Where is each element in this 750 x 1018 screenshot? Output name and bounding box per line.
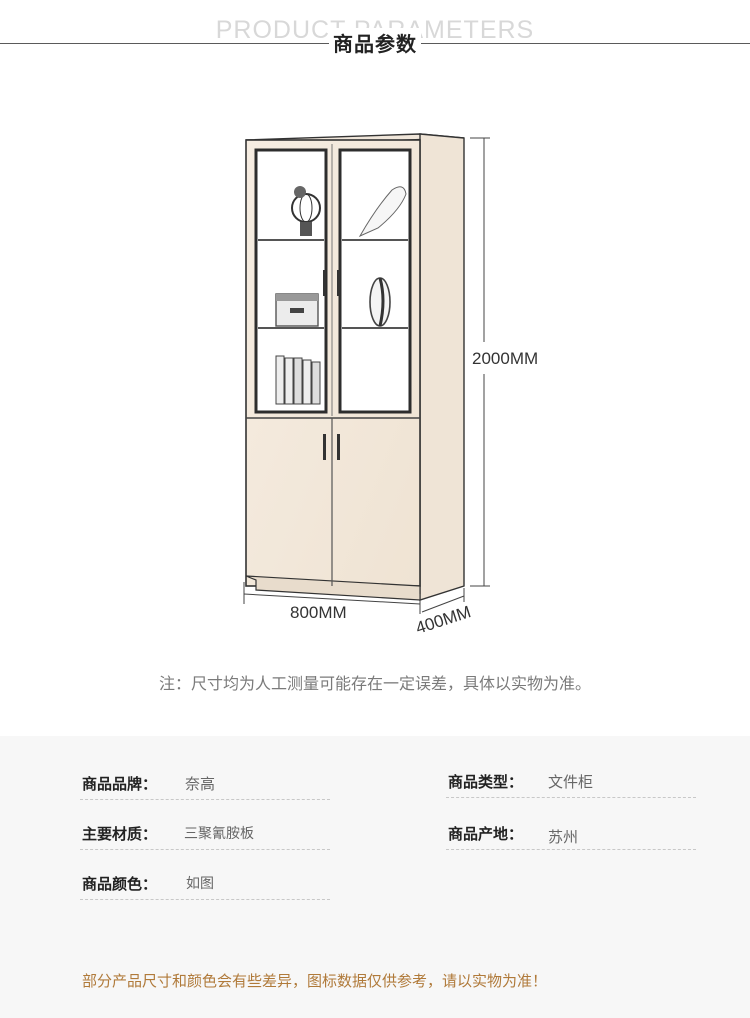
handle: [337, 270, 340, 296]
width-dimension: [243, 582, 421, 614]
param-key: 主要材质：: [82, 825, 158, 843]
depth-dimension: [421, 588, 465, 613]
param-value: 如图: [186, 876, 214, 892]
param-value: 文件柜: [548, 773, 594, 791]
cabinet-side: [419, 133, 465, 601]
cabinet-dimension-illustration: 2000MM 800MM 400MM: [243, 133, 538, 638]
param-type: 商品类型： 文件柜: [446, 767, 696, 798]
binders-decor: [275, 355, 321, 405]
handle: [323, 270, 326, 296]
param-key: 商品品牌：: [82, 775, 158, 793]
vase-decor: [369, 277, 391, 327]
height-dimension: [470, 137, 490, 587]
measurement-note: 注：尺寸均为人工测量可能存在一定误差，具体以实物为准。: [158, 674, 591, 693]
storage-box-decor: [275, 293, 319, 327]
params-panel: 商品品牌： 奈高 商品类型： 文件柜 主要材质： 三聚氰胺板 商品产地： 苏州 …: [0, 736, 750, 1018]
section-header: PRODUCT PARAMETERS 商品参数: [0, 0, 750, 70]
height-label: 2000MM: [472, 349, 538, 368]
param-value: 苏州: [548, 828, 579, 846]
depth-label: 400MM: [413, 602, 473, 638]
handle: [337, 434, 340, 460]
handle: [323, 434, 326, 460]
width-label: 800MM: [290, 603, 347, 622]
param-key: 商品颜色：: [82, 875, 158, 893]
bird-decor: [358, 186, 407, 238]
param-value: 奈高: [185, 775, 216, 793]
param-key: 商品产地：: [448, 825, 524, 843]
param-color: 商品颜色： 如图: [80, 869, 330, 900]
param-origin: 商品产地： 苏州: [446, 819, 696, 850]
globe-decor: [291, 186, 321, 236]
disclaimer-text: 部分产品尺寸和颜色会有些差异，图标数据仅供参考，请以实物为准！: [82, 972, 548, 990]
param-value: 三聚氰胺板: [184, 826, 254, 842]
cabinet-base: [245, 575, 421, 601]
param-brand: 商品品牌： 奈高: [80, 769, 330, 800]
param-material: 主要材质： 三聚氰胺板: [80, 819, 330, 850]
section-title: 商品参数: [329, 28, 421, 57]
param-key: 商品类型：: [448, 773, 524, 791]
